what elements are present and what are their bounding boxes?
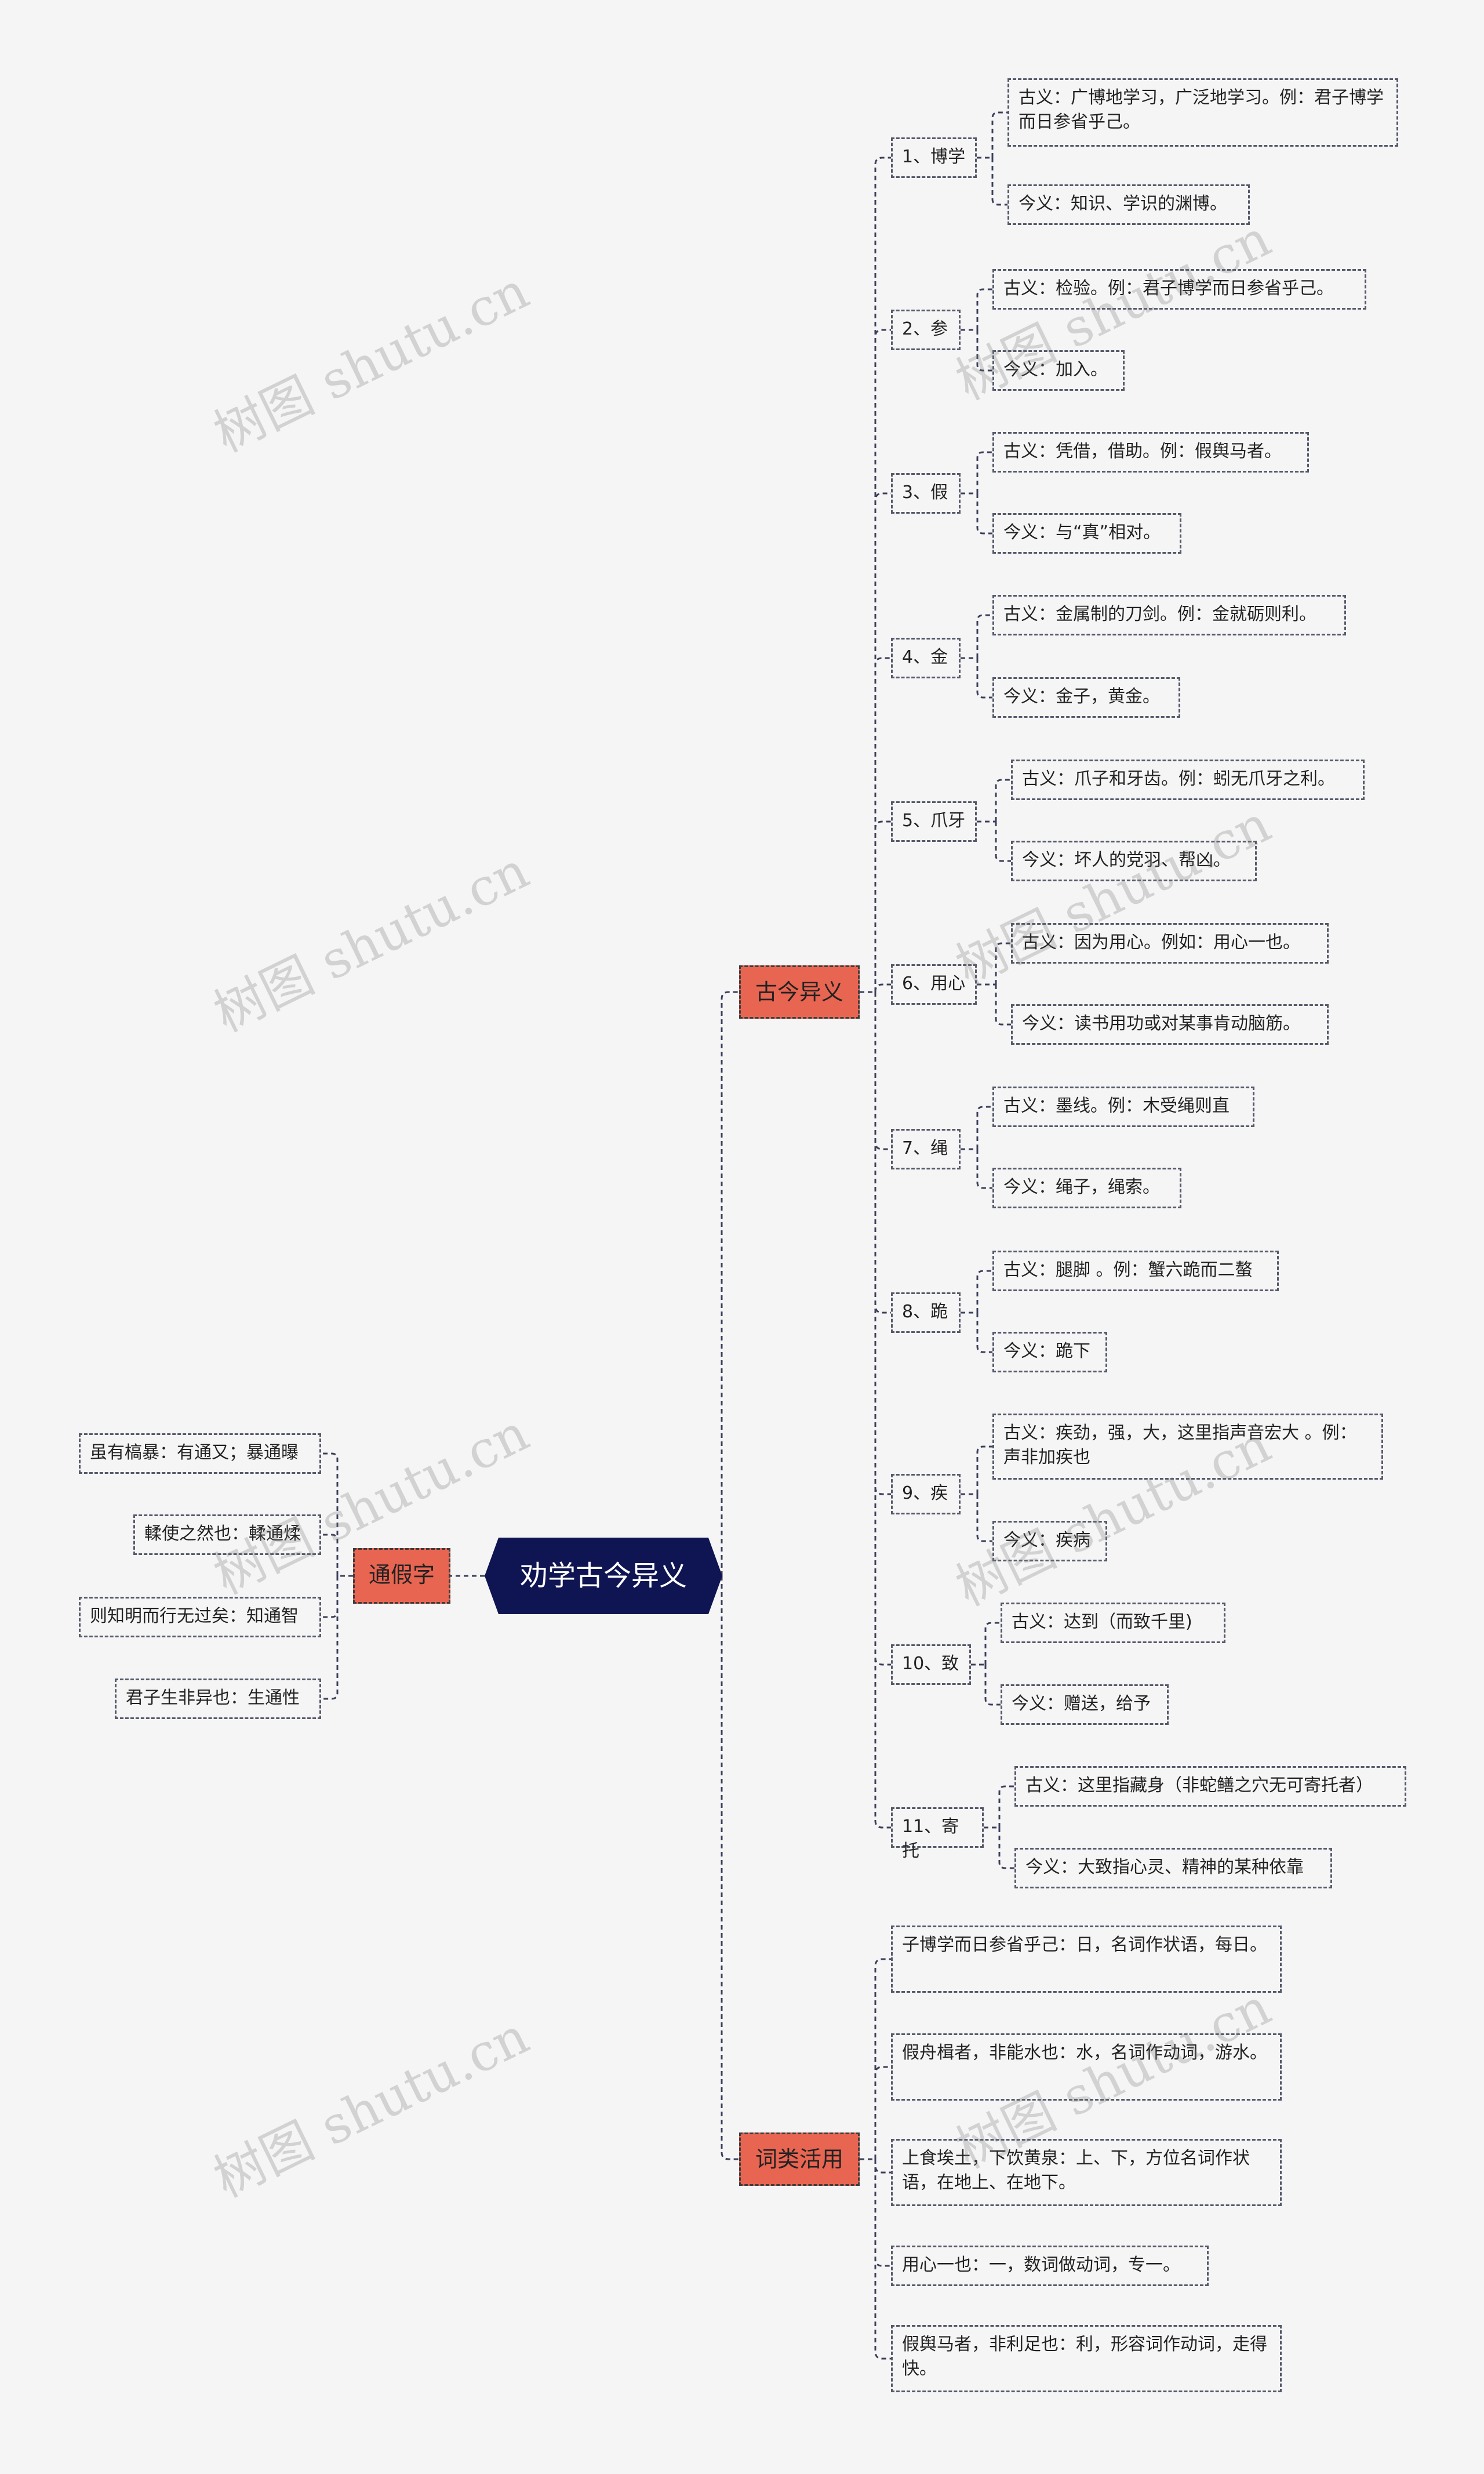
connector-line — [874, 992, 891, 1829]
connector-line — [874, 2159, 891, 2267]
root-hexagon-shape — [485, 1538, 722, 1614]
word-node[interactable]: 4、金 — [891, 638, 961, 678]
word-node[interactable]: 9、疾 — [891, 1474, 961, 1514]
usage-item: 上食埃土，下饮黄泉：上、下，方位名词作状语，在地上、在地下。 — [891, 2139, 1282, 2206]
gu-definition: 古义：墨线。例：木受绳则直 — [992, 1087, 1254, 1127]
gu-definition: 古义：凭借，借助。例：假舆马者。 — [992, 432, 1309, 473]
connector-line — [976, 658, 992, 699]
connector-line — [874, 992, 891, 1314]
word-node[interactable]: 6、用心 — [891, 964, 977, 1005]
connector-line — [976, 1149, 992, 1189]
connector-line — [991, 111, 1007, 158]
jin-definition: 今义：绳子，绳索。 — [992, 1168, 1181, 1208]
connector-line — [874, 657, 891, 992]
tongjia-item: 虽有槁暴：有通又；暴通曝 — [79, 1433, 321, 1474]
word-node[interactable]: 2、参 — [891, 310, 961, 350]
connector-line — [874, 329, 891, 992]
connector-line — [874, 492, 891, 992]
connector-line — [976, 493, 992, 535]
connector-line — [976, 1106, 992, 1149]
connector-line — [976, 1313, 992, 1353]
connector-line — [874, 983, 891, 992]
jin-definition: 今义：坏人的党羽、帮凶。 — [1011, 841, 1257, 881]
connector-line — [995, 822, 1011, 862]
connector-line — [321, 1576, 339, 1700]
word-node[interactable]: 5、爪牙 — [891, 801, 977, 842]
gu-definition: 古义：广博地学习，广泛地学习。例：君子博学而日参省乎己。 — [1007, 78, 1398, 147]
usage-item: 用心一也：一，数词做动词，专一。 — [891, 2246, 1209, 2286]
tongjia-item: 则知明而行无过矣：知通智 — [79, 1597, 321, 1637]
jin-definition: 今义：赠送，给予 — [1001, 1684, 1169, 1725]
connector-line — [995, 984, 1011, 1026]
connector-line — [874, 2159, 891, 2360]
jin-definition: 今义：知识、学识的渊博。 — [1007, 184, 1250, 225]
word-node[interactable]: 8、跪 — [891, 1292, 961, 1333]
jin-definition: 今义：疾病 — [992, 1521, 1107, 1561]
gu-definition: 古义：爪子和牙齿。例：蚓无爪牙之利。 — [1011, 760, 1365, 800]
connector-line — [976, 451, 992, 493]
gu-definition: 古义：因为用心。例如：用心一也。 — [1011, 923, 1329, 964]
root-node[interactable]: 劝学古今异义 — [485, 1538, 722, 1614]
jin-definition: 今义：加入。 — [992, 350, 1125, 391]
connector-line — [995, 779, 1011, 822]
connector-line — [984, 1622, 1001, 1665]
jin-definition: 今义：大致指心灵、精神的某种依靠 — [1014, 1848, 1332, 1888]
connector-line — [874, 992, 891, 1666]
connector-line — [874, 992, 891, 1150]
connector-line — [998, 1828, 1014, 1869]
category-tongjia[interactable]: 通假字 — [353, 1548, 450, 1604]
jin-definition: 今义：读书用功或对某事肯动脑筋。 — [1011, 1004, 1329, 1045]
gu-definition: 古义：腿脚 。例：蟹六跪而二螯 — [992, 1251, 1279, 1291]
connector-line — [998, 1785, 1014, 1828]
gu-definition: 古义：达到（而致千里) — [1001, 1603, 1225, 1643]
word-node[interactable]: 7、绳 — [891, 1129, 961, 1169]
connector-line — [995, 942, 1011, 984]
jin-definition: 今义：与“真”相对。 — [992, 513, 1181, 554]
gu-definition: 古义：这里指藏身（非蛇鳝之穴无可寄托者） — [1014, 1766, 1406, 1807]
connector-line — [721, 1576, 739, 2160]
word-node[interactable]: 1、博学 — [891, 137, 977, 178]
connector-line — [321, 1452, 339, 1576]
connector-line — [721, 991, 739, 1576]
connector-line — [874, 820, 891, 992]
usage-item: 假舆马者，非利足也：利，形容词作动词，走得快。 — [891, 2325, 1282, 2392]
word-node[interactable]: 11、寄托 — [891, 1807, 984, 1861]
connector-line — [874, 157, 891, 992]
usage-item: 子博学而日参省乎己：日，名词作状语，每日。 — [891, 1926, 1282, 1993]
tongjia-item: 輮使之然也：輮通煣 — [133, 1514, 321, 1555]
connector-line — [874, 2066, 891, 2159]
connector-line — [976, 330, 992, 372]
gu-definition: 古义：检验。例：君子博学而日参省乎己。 — [992, 269, 1366, 310]
connector-line — [991, 158, 1007, 206]
connector-line — [321, 1534, 339, 1576]
connector-line — [976, 288, 992, 330]
connector-line — [976, 1270, 992, 1313]
jin-definition: 今义：跪下 — [992, 1332, 1107, 1372]
gu-definition: 古义：金属制的刀剑。例：金就砺则利。 — [992, 595, 1346, 635]
connector-line — [984, 1665, 1001, 1706]
connector-line — [321, 1576, 339, 1618]
root-title: 劝学古今异义 — [519, 1560, 687, 1592]
connector-line — [874, 2159, 891, 2174]
usage-item: 假舟楫者，非能水也：水，名词作动词，游水。 — [891, 2033, 1282, 2101]
word-node[interactable]: 10、致 — [891, 1644, 971, 1685]
word-node[interactable]: 3、假 — [891, 473, 961, 514]
connector-line — [976, 614, 992, 658]
category-cilei[interactable]: 词类活用 — [739, 2132, 860, 2186]
gu-definition: 古义：疾劲，强，大，这里指声音宏大 。例：声非加疾也 — [992, 1414, 1383, 1480]
connector-line — [874, 1958, 891, 2159]
connector-line — [976, 1494, 992, 1542]
connector-line — [874, 992, 891, 1495]
category-gujin[interactable]: 古今异义 — [739, 965, 860, 1019]
connector-line — [976, 1445, 992, 1494]
jin-definition: 今义：金子，黄金。 — [992, 677, 1180, 718]
tongjia-item: 君子生非异也：生通性 — [115, 1679, 321, 1719]
